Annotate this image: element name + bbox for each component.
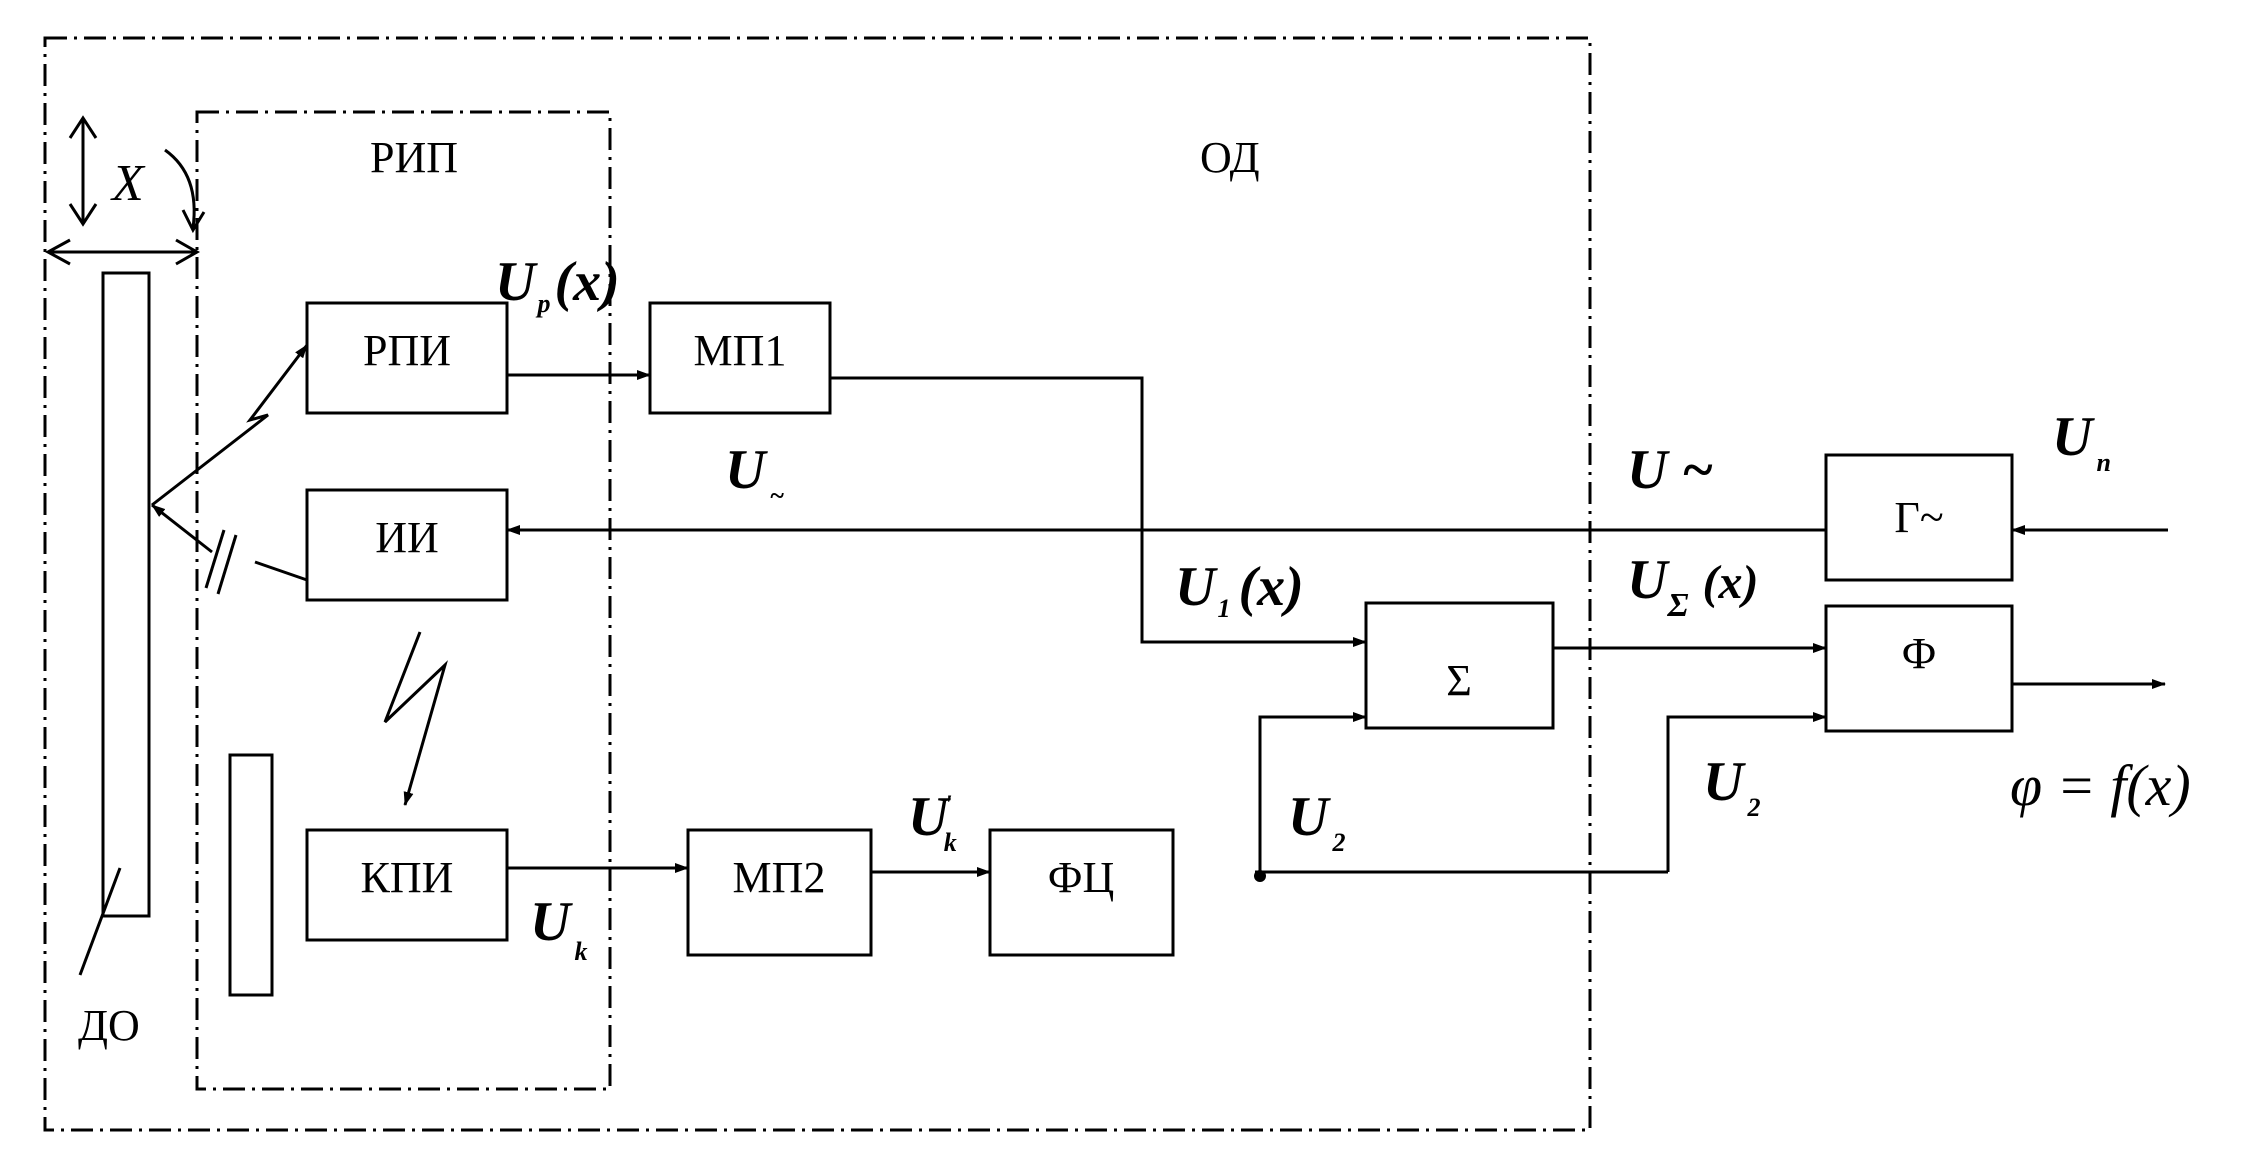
u2-to-sum bbox=[1258, 712, 1367, 875]
fc-label: ФЦ bbox=[1048, 853, 1115, 902]
od-boundary bbox=[43, 36, 1592, 1132]
utilde-left-label: U~ bbox=[725, 439, 784, 510]
rotation-arrow bbox=[164, 148, 196, 229]
phase-meter-block bbox=[1824, 604, 2014, 733]
mp2-label: МП2 bbox=[733, 853, 826, 902]
generator-label: Г~ bbox=[1894, 493, 1943, 542]
rpi-label: РПИ bbox=[363, 326, 451, 375]
up-label: Uр(x) bbox=[495, 251, 620, 318]
do-label: ДО bbox=[78, 1001, 140, 1050]
ii-to-kpi-emission bbox=[383, 631, 448, 806]
output-formula: φ = f(x) bbox=[2010, 753, 2191, 818]
ii-emission-tick2 bbox=[204, 529, 226, 589]
fc-block bbox=[988, 828, 1175, 957]
rip-boundary bbox=[195, 110, 612, 1091]
mp1-block bbox=[648, 301, 832, 415]
rip-label: РИП bbox=[370, 133, 458, 182]
ii-to-rod bbox=[151, 503, 213, 554]
x-arrow-up-head bbox=[68, 115, 98, 139]
kpi-label: КПИ bbox=[361, 853, 454, 902]
sum-block bbox=[1364, 601, 1555, 730]
u2-to-phase-meter bbox=[1666, 712, 1827, 872]
generator-block bbox=[1824, 453, 2014, 582]
usum-label: UΣ(x) bbox=[1627, 549, 1758, 624]
x-arrow-right-head bbox=[175, 238, 201, 266]
sum-label: Σ bbox=[1446, 656, 1472, 705]
phase-meter-label: Ф bbox=[1902, 629, 1937, 678]
mp1-to-sum bbox=[830, 376, 1367, 647]
reference-rod bbox=[228, 753, 274, 997]
rotation-arrow-head bbox=[181, 209, 206, 234]
ii-emission-tick1 bbox=[216, 534, 238, 595]
ii-label: ИИ bbox=[375, 513, 439, 562]
kpi-block bbox=[305, 828, 509, 942]
utilde-right-label: U ~ bbox=[1627, 439, 1713, 501]
ii-emission bbox=[254, 560, 308, 582]
ii-block bbox=[305, 488, 509, 602]
x-label: X bbox=[110, 155, 146, 212]
measured-object-rod bbox=[101, 271, 151, 918]
junction-dot bbox=[1254, 870, 1266, 882]
rod-pointer bbox=[78, 867, 122, 976]
mp1-label: МП1 bbox=[694, 326, 787, 375]
uk-prime-label: U'k bbox=[908, 786, 957, 857]
od-label: ОД bbox=[1200, 133, 1260, 182]
emission-to-rpi bbox=[151, 344, 309, 507]
x-arrow-down-head bbox=[68, 203, 98, 227]
u1-label: U1(x) bbox=[1175, 556, 1304, 623]
x-arrow-left-head bbox=[44, 238, 71, 266]
mp2-block bbox=[686, 828, 873, 957]
